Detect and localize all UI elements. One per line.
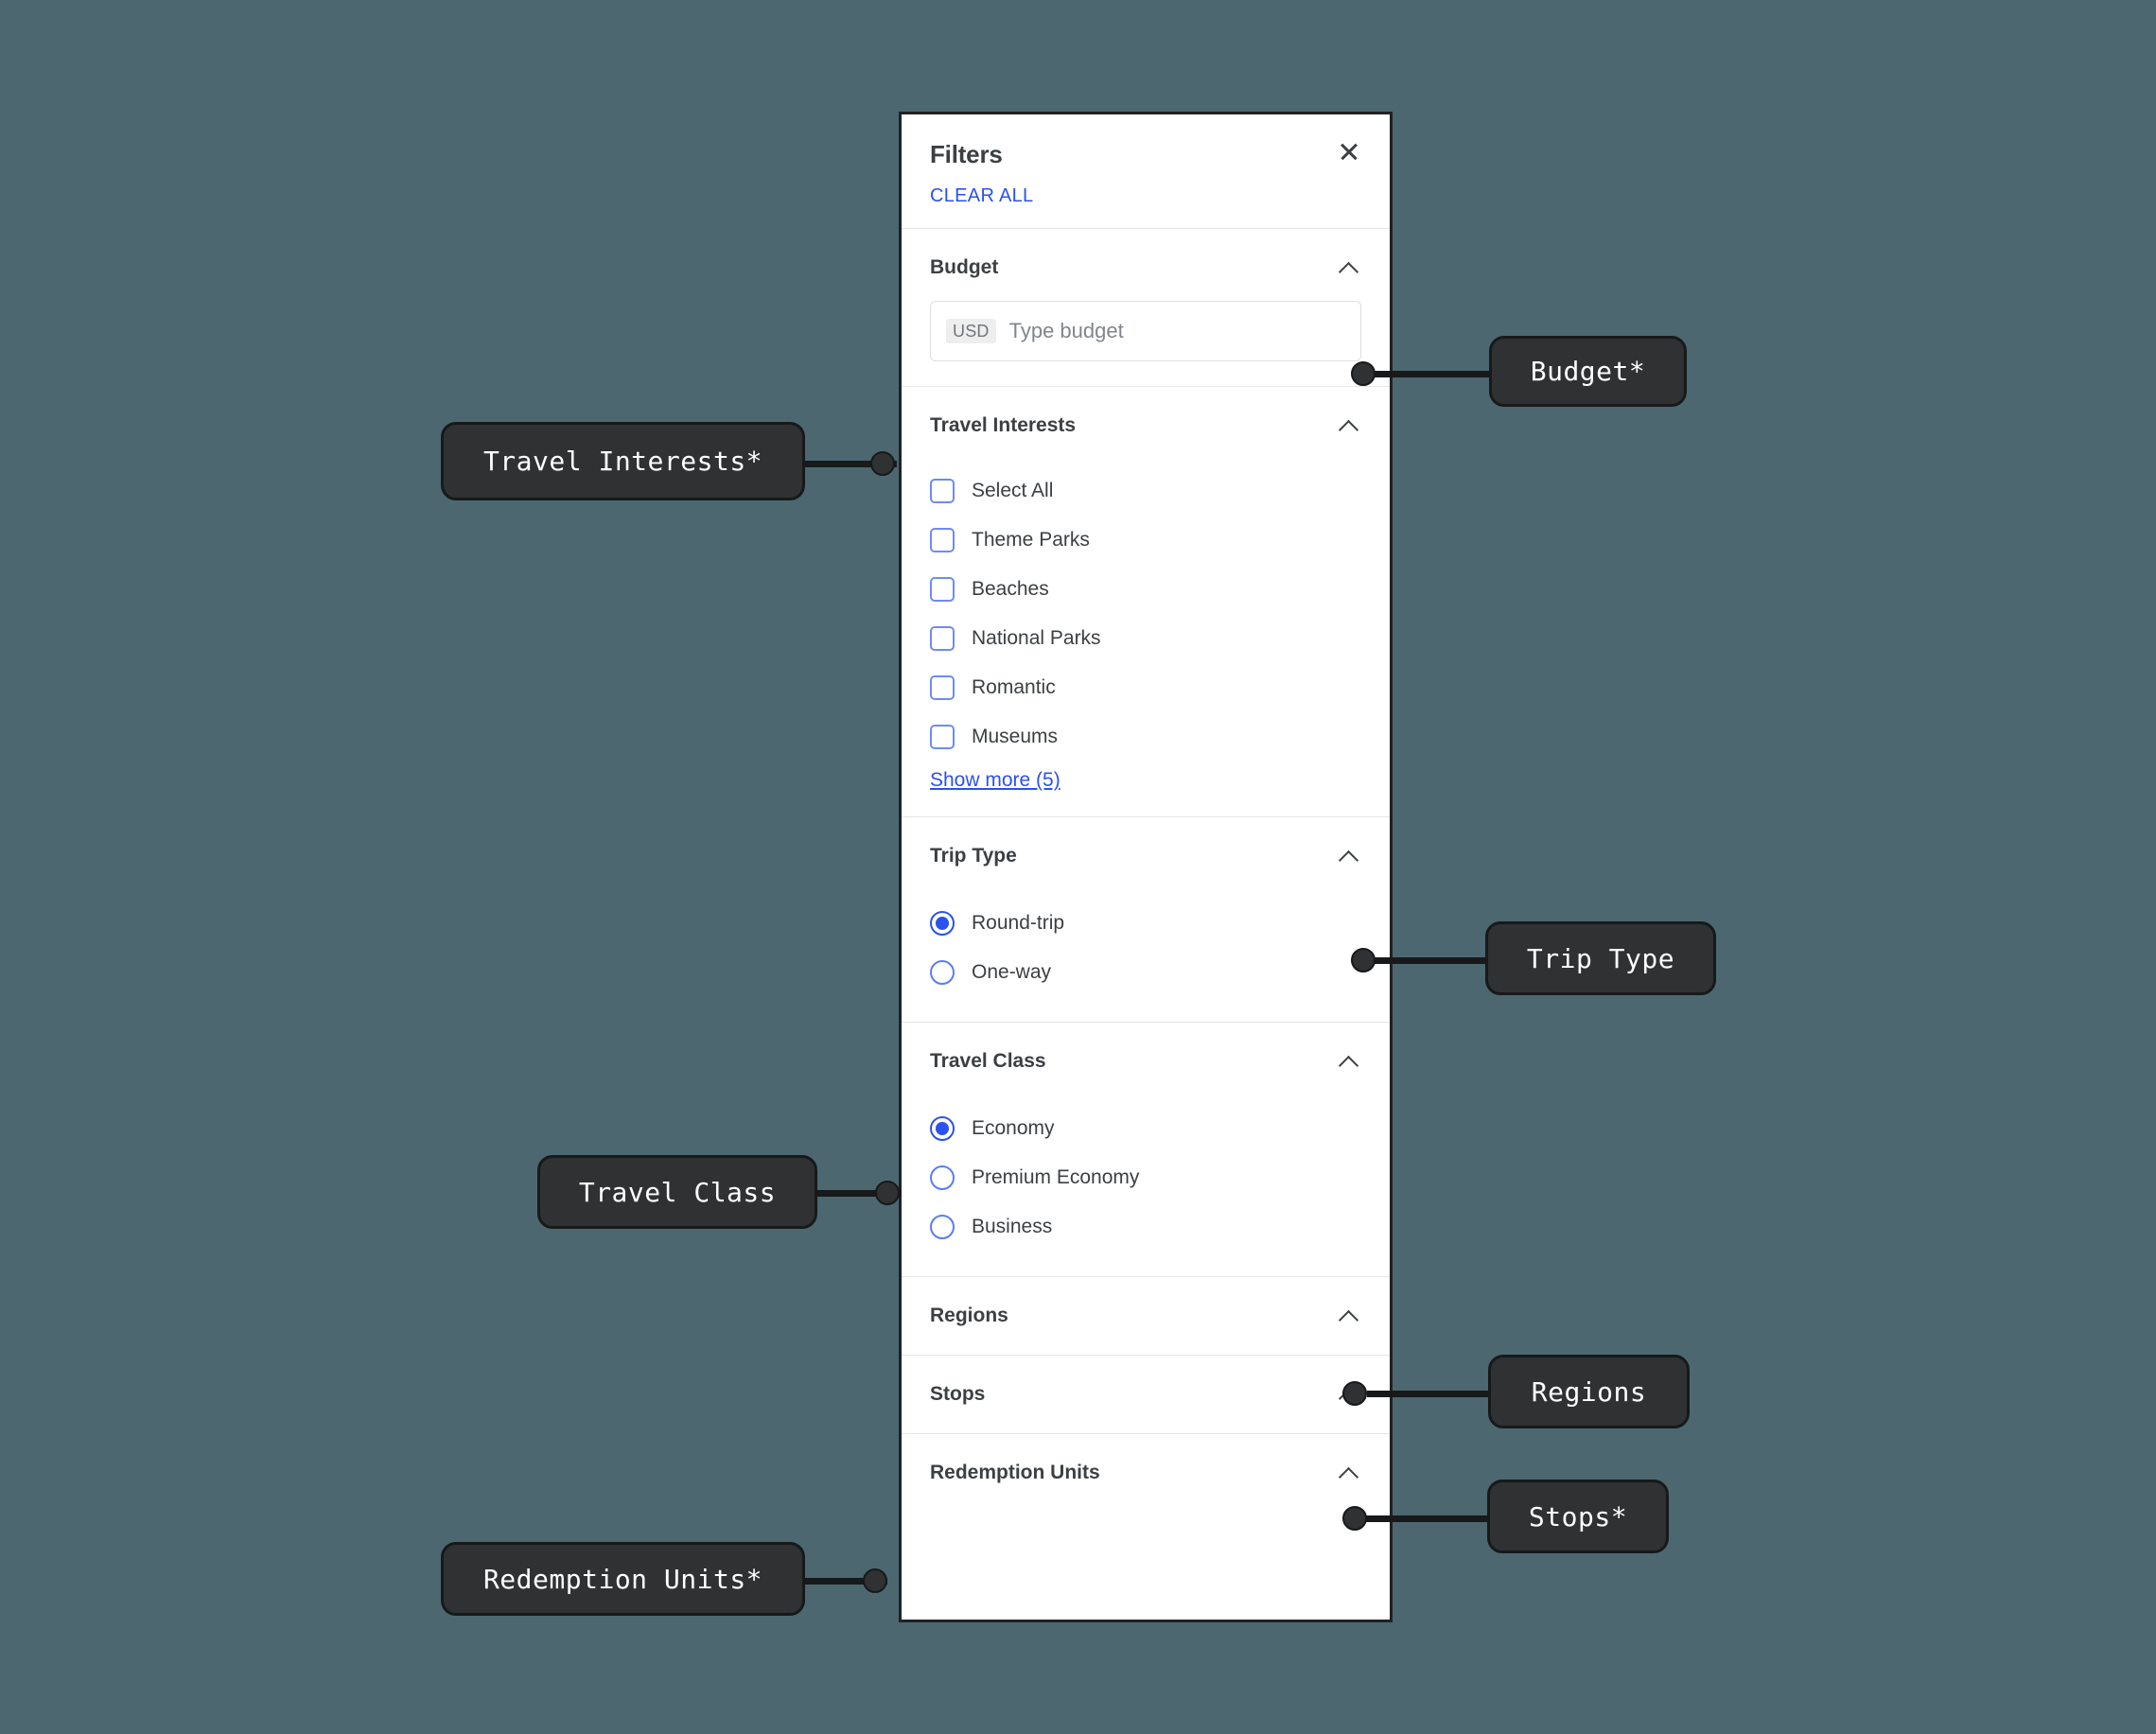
radio-label: Round-trip [972, 912, 1065, 934]
section-redemption-units: Redemption Units [902, 1434, 1390, 1512]
section-header-stops[interactable]: Stops [902, 1356, 1390, 1433]
radio-icon[interactable] [930, 1215, 955, 1239]
anchor-dot-trip-type [1351, 948, 1376, 972]
chevron-up-icon[interactable] [1337, 255, 1361, 280]
radio-row-round-trip[interactable]: Round-trip [930, 899, 1361, 948]
section-header-travel-interests[interactable]: Travel Interests [902, 387, 1390, 464]
radio-row-business[interactable]: Business [930, 1202, 1361, 1252]
radio-label: Premium Economy [972, 1166, 1140, 1188]
radio-label: Business [972, 1216, 1053, 1237]
callout-budget: Budget* [1489, 336, 1687, 407]
section-title-trip-type: Trip Type [930, 845, 1017, 867]
callout-travel-interests: Travel Interests* [441, 422, 805, 500]
section-header-regions[interactable]: Regions [902, 1277, 1390, 1355]
callout-regions: Regions [1488, 1355, 1690, 1428]
section-title-stops: Stops [930, 1383, 986, 1405]
leader-line-trip-type [1367, 957, 1490, 964]
radio-row-premium-economy[interactable]: Premium Economy [930, 1153, 1361, 1202]
anchor-dot-budget [1351, 361, 1376, 386]
checkbox-row-romantic[interactable]: Romantic [930, 663, 1361, 712]
callout-travel-class: Travel Class [537, 1155, 817, 1229]
section-title-regions: Regions [930, 1305, 1008, 1326]
checkbox-icon[interactable] [930, 675, 955, 700]
checkbox-label: Beaches [972, 578, 1049, 600]
section-header-travel-class[interactable]: Travel Class [902, 1023, 1390, 1100]
section-trip-type: Trip Type Round-trip One-way [902, 817, 1390, 1023]
budget-input[interactable]: USD Type budget [930, 301, 1361, 361]
show-more-link[interactable]: Show more (5) [930, 769, 1060, 791]
section-header-redemption-units[interactable]: Redemption Units [902, 1434, 1390, 1512]
clear-all-button[interactable]: CLEAR ALL [930, 185, 1034, 206]
radio-label: Economy [972, 1117, 1055, 1139]
callout-redemption-units: Redemption Units* [441, 1542, 805, 1616]
leader-line-travel-class [802, 1190, 902, 1197]
radio-icon[interactable] [930, 960, 955, 985]
leader-line-budget [1367, 371, 1495, 377]
section-budget: Budget USD Type budget [902, 229, 1390, 387]
radio-row-one-way[interactable]: One-way [930, 948, 1361, 997]
anchor-dot-stops [1342, 1506, 1367, 1531]
checkbox-row-national-parks[interactable]: National Parks [930, 614, 1361, 663]
anchor-dot-travel-class [875, 1181, 900, 1205]
section-header-budget[interactable]: Budget [902, 229, 1390, 307]
filters-panel: Filters CLEAR ALL Budget USD Type budget… [899, 112, 1393, 1622]
section-header-trip-type[interactable]: Trip Type [902, 817, 1390, 895]
section-title-redemption-units: Redemption Units [930, 1462, 1100, 1483]
chevron-up-icon[interactable] [1337, 1304, 1361, 1328]
checkbox-row-beaches[interactable]: Beaches [930, 565, 1361, 614]
checkbox-label: Romantic [972, 676, 1056, 698]
callout-trip-type: Trip Type [1485, 921, 1716, 995]
anchor-dot-regions [1342, 1381, 1367, 1406]
checkbox-label: Museums [972, 726, 1059, 747]
leader-line-travel-interests [793, 461, 897, 467]
checkbox-row-select-all[interactable]: Select All [930, 466, 1361, 516]
checkbox-icon[interactable] [930, 528, 955, 552]
checkbox-row-museums[interactable]: Museums [930, 712, 1361, 762]
section-travel-interests: Travel Interests Select All Theme Parks … [902, 387, 1390, 817]
callout-stops: Stops* [1487, 1480, 1669, 1553]
anchor-dot-travel-interests [870, 451, 895, 476]
section-title-travel-interests: Travel Interests [930, 414, 1077, 436]
budget-placeholder: Type budget [1008, 319, 1124, 342]
checkbox-row-theme-parks[interactable]: Theme Parks [930, 516, 1361, 565]
chevron-up-icon[interactable] [1337, 1049, 1361, 1074]
section-regions: Regions [902, 1277, 1390, 1356]
checkbox-icon[interactable] [930, 479, 955, 503]
checkbox-icon[interactable] [930, 577, 955, 602]
close-icon[interactable] [1333, 135, 1365, 167]
page-title: Filters [930, 140, 1003, 168]
section-travel-class: Travel Class Economy Premium Economy Bus… [902, 1023, 1390, 1277]
checkbox-label: Theme Parks [972, 529, 1090, 551]
leader-line-redemption-units [795, 1578, 887, 1585]
checkbox-label: National Parks [972, 627, 1101, 649]
chevron-up-icon[interactable] [1337, 844, 1361, 868]
radio-icon-selected[interactable] [930, 911, 955, 936]
chevron-up-icon[interactable] [1337, 1461, 1361, 1485]
panel-header: Filters CLEAR ALL [902, 114, 1390, 229]
chevron-up-icon[interactable] [1337, 413, 1361, 438]
checkbox-label: Select All [972, 480, 1054, 501]
checkbox-icon[interactable] [930, 626, 955, 651]
anchor-dot-redemption-units [863, 1568, 887, 1593]
checkbox-icon[interactable] [930, 725, 955, 749]
radio-icon-selected[interactable] [930, 1116, 955, 1141]
leader-line-regions [1367, 1391, 1490, 1397]
section-title-travel-class: Travel Class [930, 1050, 1046, 1072]
radio-label: One-way [972, 961, 1052, 983]
section-stops: Stops [902, 1356, 1390, 1434]
radio-row-economy[interactable]: Economy [930, 1104, 1361, 1153]
radio-icon[interactable] [930, 1165, 955, 1190]
section-title-budget: Budget [930, 256, 999, 278]
leader-line-stops [1362, 1515, 1495, 1522]
currency-chip: USD [946, 319, 996, 343]
